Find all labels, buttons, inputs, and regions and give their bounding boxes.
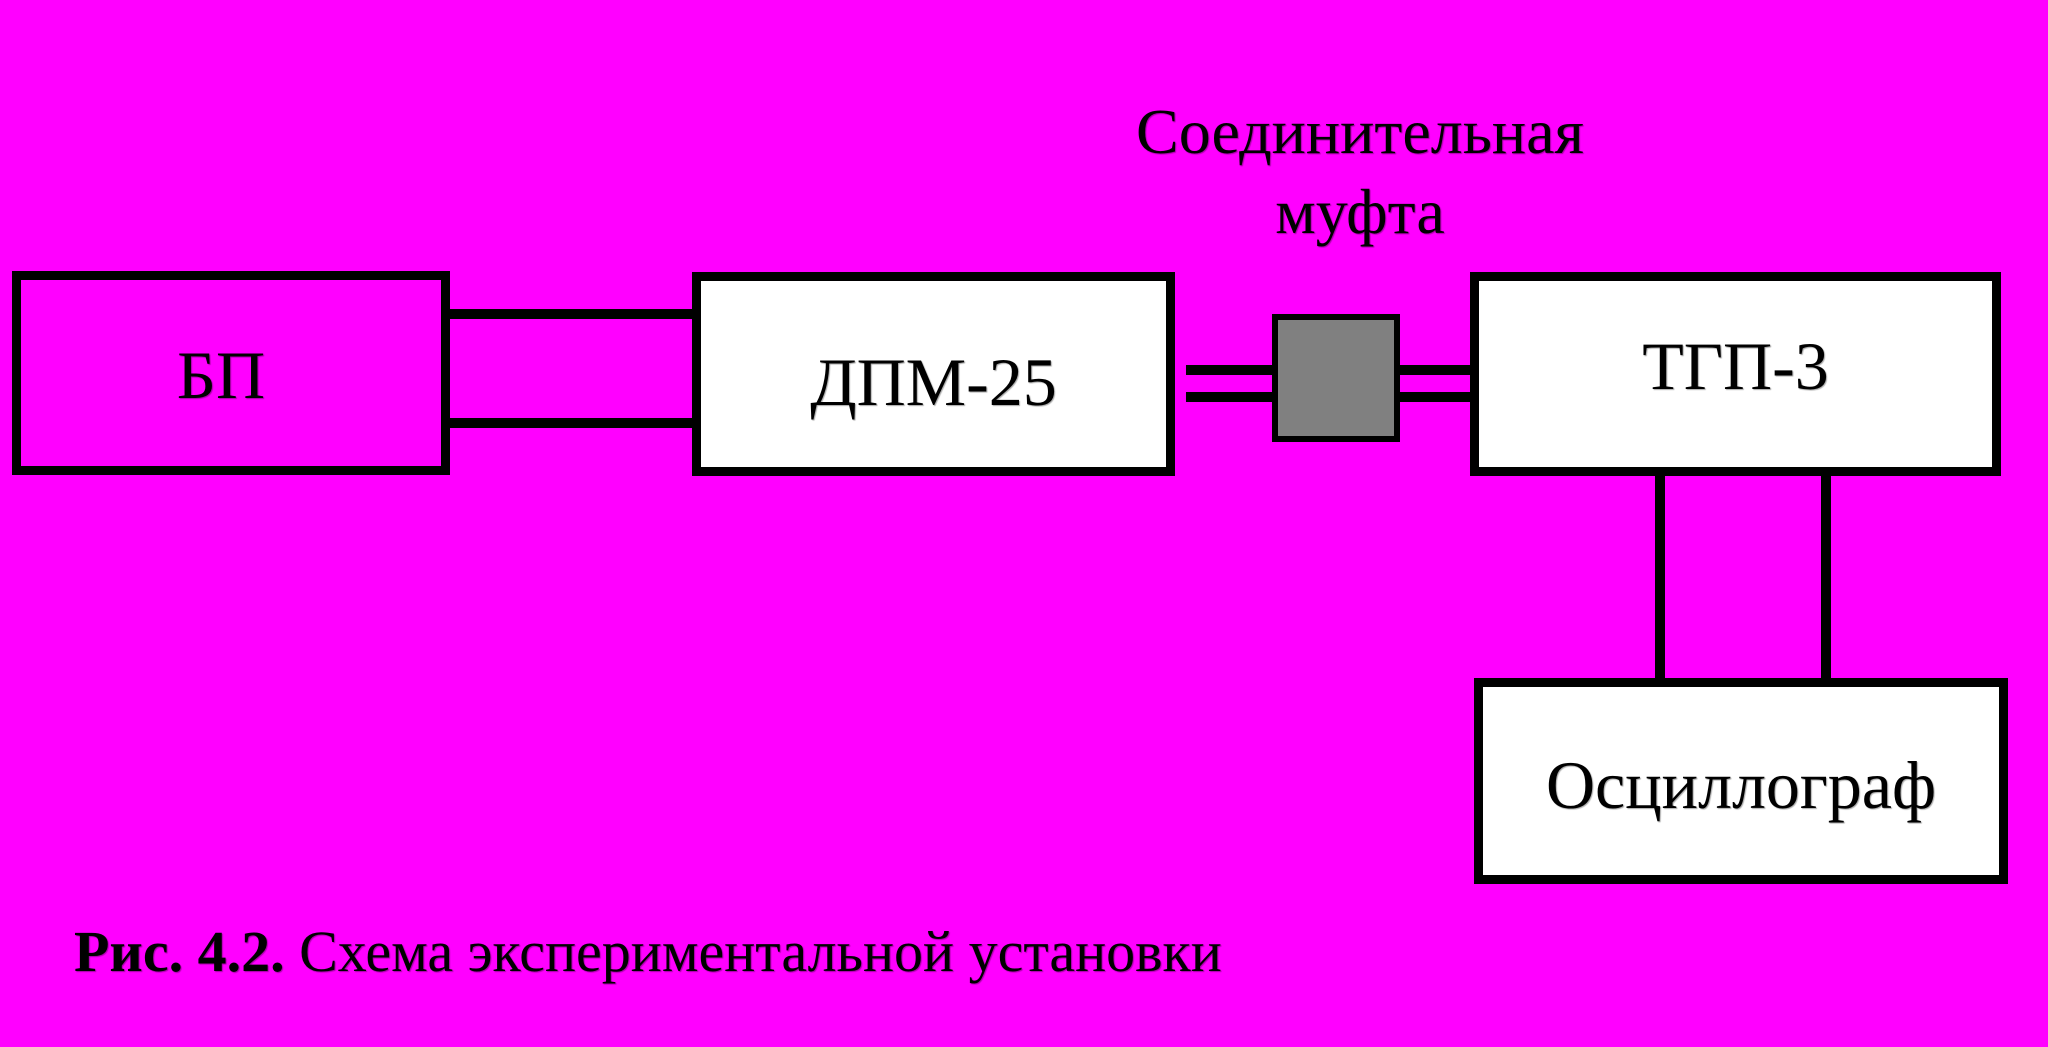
figure-caption-number: Рис. 4.2.: [74, 919, 285, 984]
coupling-block: [1272, 314, 1400, 442]
motor-dpm25-block: ДПМ-25: [692, 272, 1175, 476]
motor-dpm25-label: ДПМ-25: [810, 344, 1057, 420]
coupling-label-line2: муфта: [1275, 176, 1445, 247]
coupling-label-line1: Соединительная: [1136, 96, 1584, 167]
power-supply-block: БП: [12, 271, 450, 475]
power-supply-label: БП: [176, 337, 266, 413]
tachogenerator-tgp3-block: ТГП-3: [1470, 272, 2001, 476]
figure-caption-text: Схема экспериментальной установки: [299, 919, 1222, 984]
figure-caption: Рис. 4.2. Схема экспериментальной устано…: [74, 920, 1222, 984]
oscilloscope-label: Осциллограф: [1545, 747, 1937, 823]
tachogenerator-tgp3-label: ТГП-3: [1642, 328, 1829, 404]
oscilloscope-block: Осциллограф: [1474, 678, 2008, 884]
coupling-label: Соединительная муфта: [1100, 92, 1620, 252]
